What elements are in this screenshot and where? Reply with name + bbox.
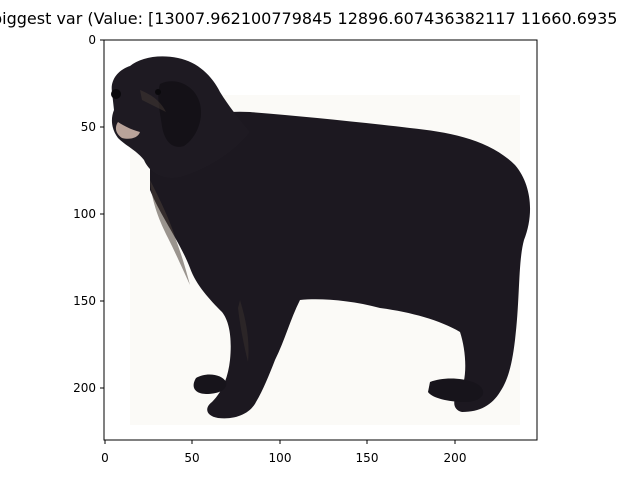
x-tick-label: 0 <box>101 451 109 465</box>
x-axis: 0 50 100 150 200 <box>101 440 466 465</box>
x-tick-label: 150 <box>356 451 379 465</box>
dog-image <box>104 40 537 440</box>
dog-front-paw <box>193 374 227 394</box>
dog-eye <box>155 89 161 95</box>
x-tick-label: 200 <box>444 451 467 465</box>
y-tick-label: 50 <box>81 120 96 134</box>
fur-highlight <box>238 300 249 362</box>
y-axis: 0 50 100 150 200 <box>73 33 104 395</box>
x-tick-label: 100 <box>269 451 292 465</box>
dog-nose <box>111 89 121 99</box>
y-tick-label: 150 <box>73 294 96 308</box>
y-tick-label: 200 <box>73 381 96 395</box>
dog-back-paw <box>428 378 484 402</box>
dog-ear <box>158 81 202 147</box>
x-tick-label: 50 <box>184 451 199 465</box>
axes-frame <box>103 39 538 441</box>
fur-highlight <box>140 90 166 112</box>
dog-mouth <box>115 122 140 139</box>
y-tick-label: 0 <box>88 33 96 47</box>
plot-title: biggest var (Value: [13007.962100779845 … <box>0 9 618 28</box>
y-tick-label: 100 <box>73 207 96 221</box>
fur-highlight <box>150 180 190 285</box>
